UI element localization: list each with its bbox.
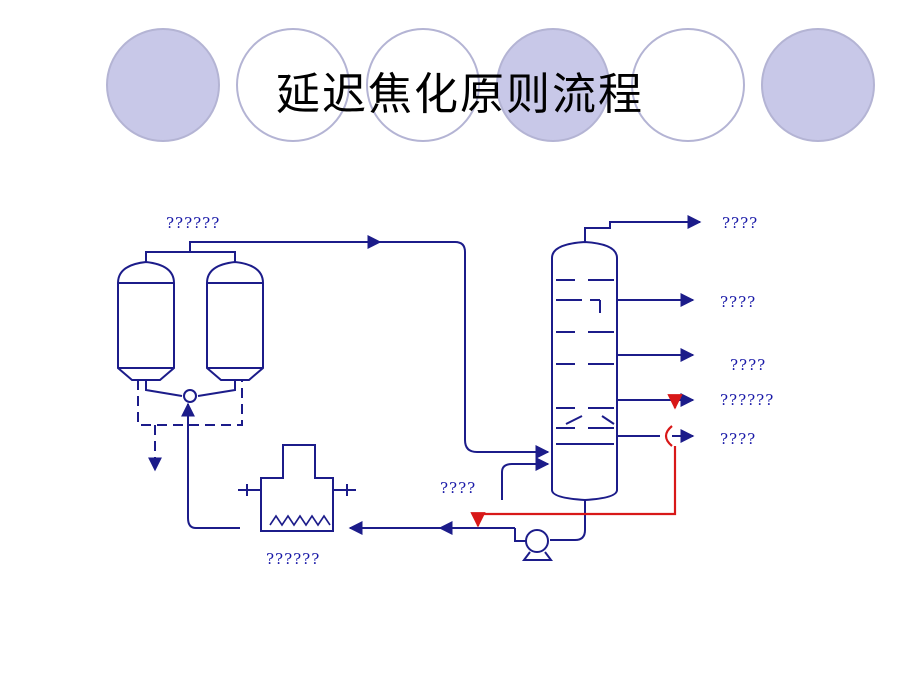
deco-circle	[761, 28, 875, 142]
column-bottoms-line	[550, 500, 586, 541]
label-output-3: ????	[730, 356, 766, 374]
pump	[514, 528, 553, 561]
coke-drain-line	[137, 380, 243, 470]
label-output-1: ????	[722, 214, 758, 232]
furnace	[238, 444, 356, 532]
vapor-line	[189, 241, 550, 459]
drum-vapor-header	[145, 251, 236, 262]
deco-circle	[366, 28, 480, 142]
drum-bottom-header	[145, 380, 236, 397]
furnace-outlet-line	[181, 402, 240, 529]
decorative-circles	[106, 28, 875, 142]
slide-title: 延迟焦化原则流程	[276, 69, 644, 120]
recycle-line	[470, 394, 683, 528]
label-furnace: ??????	[266, 550, 320, 568]
label-output-5: ????	[720, 430, 756, 448]
switch-valve	[183, 389, 197, 403]
label-top-left: ??????	[166, 214, 220, 232]
deco-circle	[631, 28, 745, 142]
fresh-feed-line	[501, 457, 550, 500]
label-feed: ????	[440, 479, 476, 497]
deco-circle	[236, 28, 350, 142]
deco-circle	[496, 28, 610, 142]
coke-drum-right	[206, 260, 264, 381]
deco-circle	[106, 28, 220, 142]
coke-drum-left	[117, 260, 175, 381]
label-output-2: ????	[720, 293, 756, 311]
fractionator-column	[551, 215, 702, 502]
label-output-4: ??????	[720, 391, 774, 409]
